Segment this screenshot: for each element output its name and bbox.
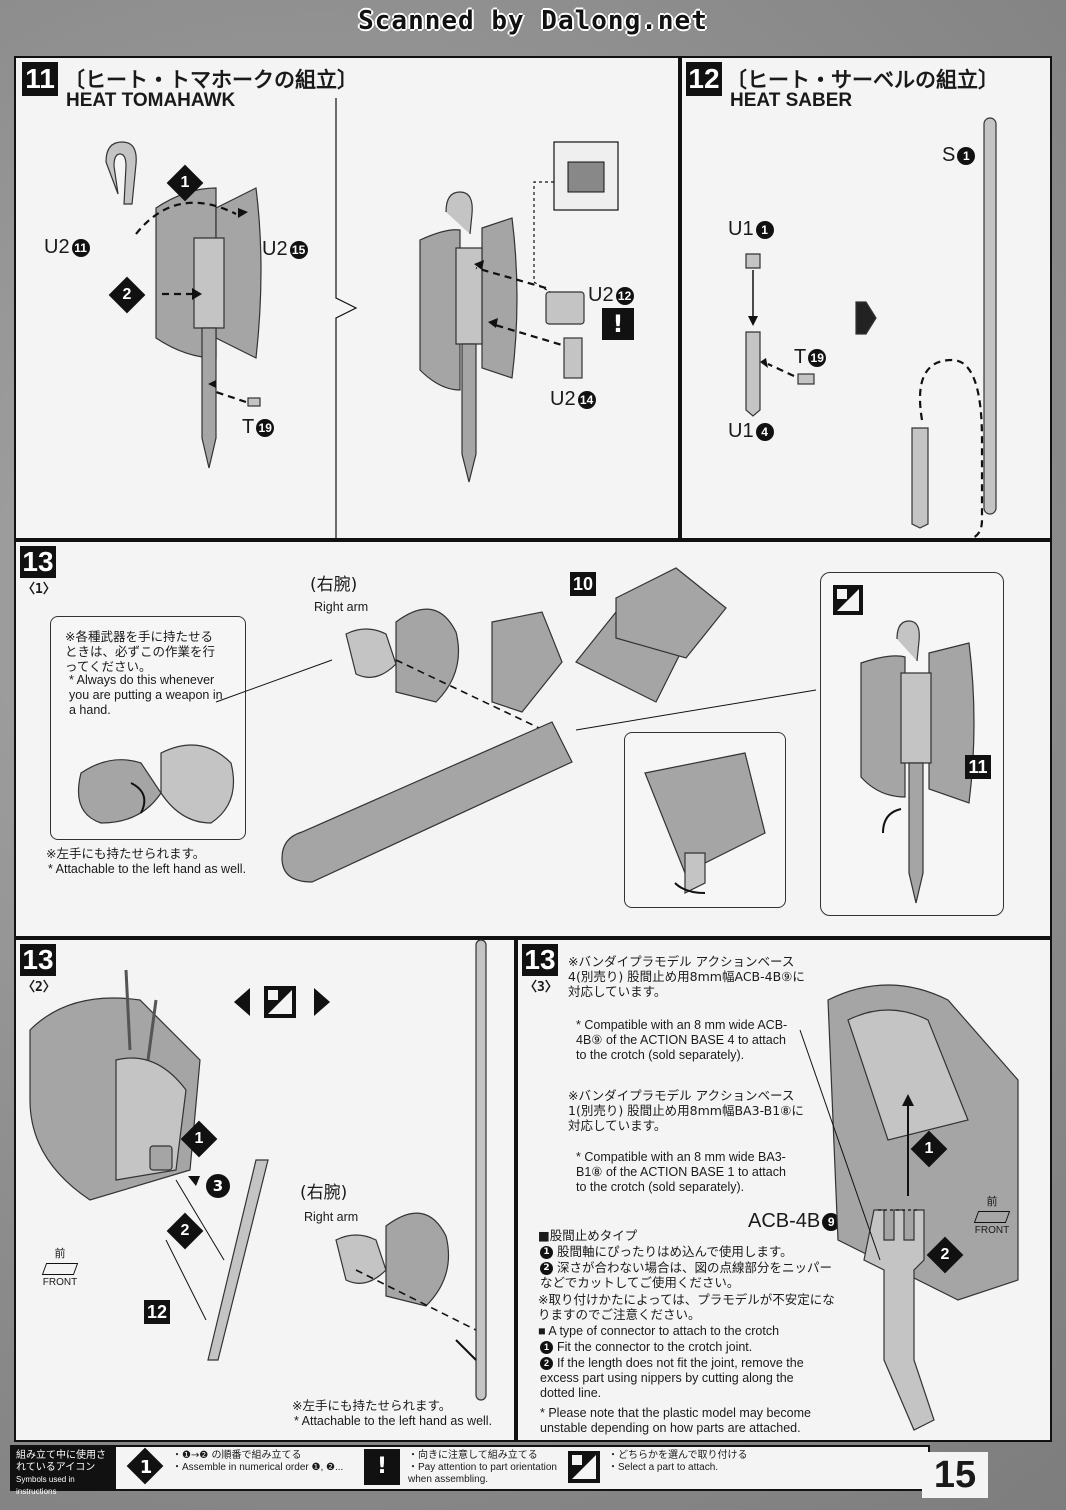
attention-icon: !: [602, 308, 634, 340]
step-13-1-number: 13: [20, 546, 56, 578]
choice-double-arrow: [234, 986, 330, 1018]
crotch-type-en: ■ A type of connector to attach to the c…: [538, 1324, 780, 1338]
left-hand-note-en: * Attachable to the left hand as well.: [48, 862, 247, 876]
step-13-3-panel: 13 〈3〉 ※バンダイプラモデル アクションベース4(別売り) 股間止め用8m…: [516, 938, 1052, 1442]
attention-symbol-icon: !: [364, 1449, 400, 1485]
base4-note-jp: ※バンダイプラモデル アクションベース4(別売り) 股間止め用8mm幅ACB-4…: [568, 954, 805, 999]
body-crotch-drawing: [29, 939, 487, 1401]
base4-note-en: * Compatible with an 8 mm wide ACB-4B⑨ o…: [576, 1018, 788, 1062]
choice-icon: [833, 585, 863, 615]
step-11-number: 11: [22, 62, 58, 96]
step-11-title-jp: 〔ヒート・トマホークの組立〕: [64, 68, 358, 92]
step-11-panel: 11 〔ヒート・トマホークの組立〕 HEAT TOMAHAWK: [14, 56, 680, 540]
left-hand-note-jp: ※左手にも持たせられます。: [46, 846, 206, 861]
attention-symbol-text: ・向きに注意して組み立てる ・Pay attention to part ori…: [408, 1450, 557, 1485]
weapon-in-hand-drawing: [215, 567, 817, 883]
step-2-marker: 2: [108, 276, 146, 314]
page-number: 15: [922, 1452, 988, 1498]
choose-symbol-icon: [568, 1451, 600, 1483]
tomahawk-assembly-drawing: [105, 98, 619, 538]
front-indicator: 前 FRONT: [41, 1247, 79, 1288]
detail-inset-drawing: [644, 752, 766, 894]
step-13-1-panel: 13 〈1〉 ※各種武器を手に持たせるときは、必ずこの作業を行ってください。 *…: [14, 540, 1052, 938]
left-hand-note-en-2: * Attachable to the left hand as well.: [294, 1414, 493, 1428]
crotch-step-2: 2: [166, 1212, 204, 1250]
choose-symbol-text: ・どちらかを選んで取り付ける ・Select a part to attach.: [608, 1450, 748, 1473]
part-ref-11: 11: [965, 755, 991, 779]
step-11-title-en: HEAT TOMAHAWK: [66, 90, 236, 111]
step-12-number: 12: [686, 62, 722, 96]
step-13-2-panel: 13 〈2〉 1 3 2: [14, 938, 516, 1442]
base-step-2: 2: [926, 1236, 964, 1274]
step-13-2-sub: 〈2〉: [22, 980, 56, 995]
step-13-1-sub: 〈1〉: [22, 582, 56, 597]
step-13-2-number: 13: [20, 944, 56, 976]
right-arm-label-en-2: Right arm: [304, 1210, 359, 1224]
step-1-marker: 1: [166, 164, 204, 202]
step-13-3-sub: 〈3〉: [524, 980, 558, 995]
legend-header: 組み立て中に使用されているアイコン Symbols used in instru…: [12, 1447, 116, 1496]
tomahawk-choice-drawing: [860, 620, 975, 904]
heat-saber-drawing: [745, 117, 997, 542]
step-12-title-en: HEAT SABER: [730, 90, 853, 111]
base1-note-jp: ※バンダイプラモデル アクションベース1(別売り) 股間止め用8mm幅BA3-B…: [568, 1088, 804, 1133]
hand-note-callout: ※各種武器を手に持たせるときは、必ずこの作業を行ってください。 * Always…: [50, 616, 246, 840]
order-symbol-icon: 1: [126, 1447, 164, 1485]
symbol-legend: 組み立て中に使用されているアイコン Symbols used in instru…: [10, 1445, 930, 1496]
crotch-step-3: 3: [206, 1174, 230, 1198]
base1-note-en: * Compatible with an 8 mm wide BA3-B1⑧ o…: [576, 1150, 786, 1194]
step-12-title-jp: 〔ヒート・サーベルの組立〕: [726, 68, 999, 92]
step-13-3-number: 13: [522, 944, 558, 976]
part-ref-10: 10: [570, 572, 596, 596]
crotch-caution-jp: ※取り付けかたによっては、プラモデルが不安定になりますのでご注意ください。: [538, 1292, 835, 1322]
crotch-step-1: 1: [180, 1120, 218, 1158]
order-symbol-text: ・❶→❷ の順番で組み立てる ・Assemble in numerical or…: [172, 1450, 344, 1473]
crotch-caution-en: * Please note that the plastic model may…: [540, 1406, 811, 1435]
right-arm-label-jp-2: (右腕): [300, 1183, 348, 1203]
scan-credit: Scanned by Dalong.net: [358, 6, 708, 36]
hand-note-jp: ※各種武器を手に持たせるときは、必ずこの作業を行ってください。: [65, 629, 216, 674]
hand-grip-drawing: [77, 744, 235, 824]
detail-inset: [624, 732, 786, 908]
hand-note-en: * Always do this whenever you are puttin…: [69, 673, 223, 717]
front-indicator-base: 前 FRONT: [973, 1195, 1011, 1236]
action-base-drawing: [799, 984, 1019, 1431]
part-ref-12: 12: [144, 1300, 170, 1324]
choice-inset: 11: [820, 572, 1004, 916]
left-hand-note-jp-2: ※左手にも持たせられます。: [292, 1398, 452, 1413]
right-arm-label-jp: (右腕): [310, 575, 358, 595]
base-step-1: 1: [910, 1130, 948, 1168]
right-arm-label-en: Right arm: [314, 600, 369, 614]
crotch-type-jp: ■股間止めタイプ: [538, 1228, 638, 1243]
